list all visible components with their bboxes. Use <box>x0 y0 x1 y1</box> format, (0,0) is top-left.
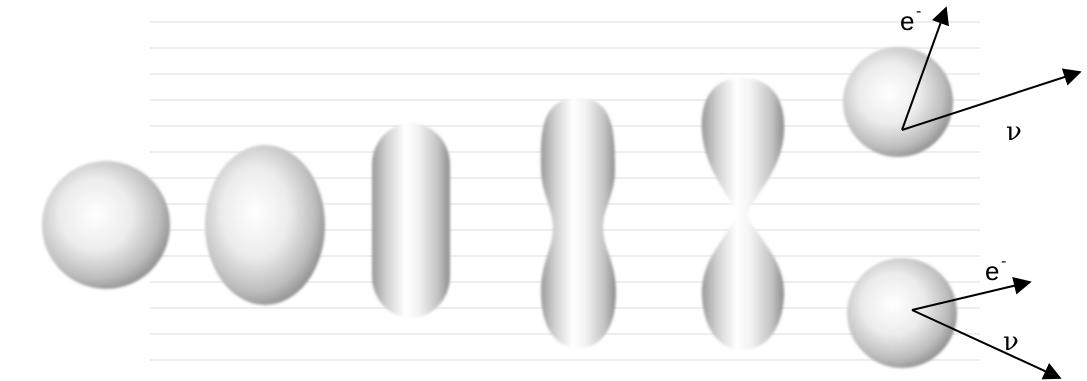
fragment-top <box>843 47 953 157</box>
neutrino-label-top: ν <box>1006 117 1022 147</box>
electron-label-bottom: e - <box>985 253 1006 286</box>
neutrino-label-bottom: ν <box>1003 327 1019 357</box>
nucleus-sphere <box>42 161 170 289</box>
nucleus-hourglass <box>702 78 784 350</box>
nucleus-capsule <box>372 123 450 318</box>
svg-text:-: - <box>1001 253 1006 270</box>
svg-text:e: e <box>900 6 914 36</box>
svg-text:-: - <box>916 3 921 20</box>
fragment-bottom <box>847 258 957 368</box>
nucleus-ellipsoid <box>205 145 325 305</box>
nucleus-peanut <box>541 98 616 348</box>
svg-text:e: e <box>985 256 999 286</box>
electron-label-top: e - <box>900 3 921 36</box>
